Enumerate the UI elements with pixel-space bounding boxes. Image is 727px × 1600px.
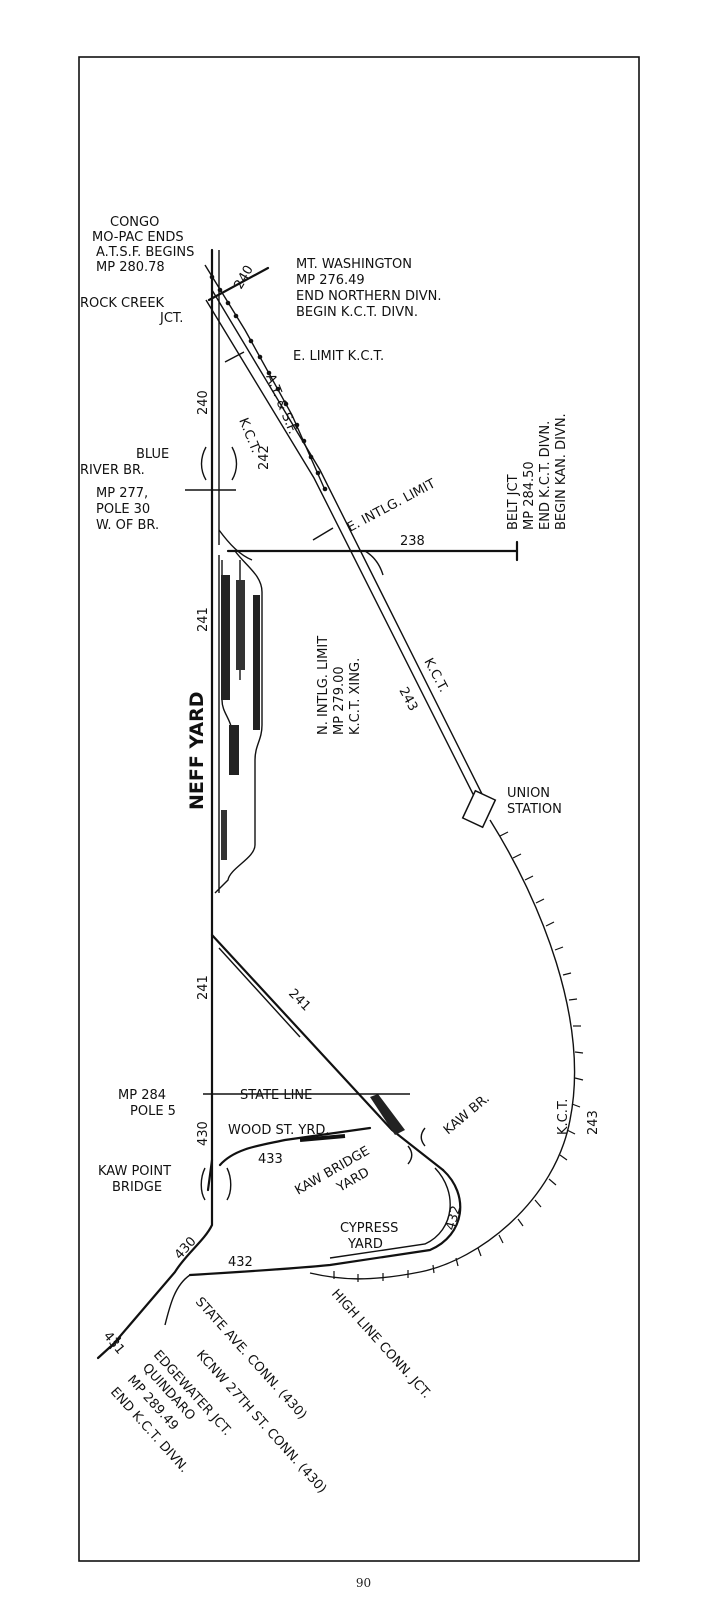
track-number-432-low: 432 — [228, 1255, 253, 1270]
neff-yard-ladder — [214, 529, 263, 894]
high-line-conn-label: HIGH LINE CONN. JCT. — [328, 1287, 434, 1402]
neff-yard-body-4 — [229, 725, 239, 775]
track-number-243-mid: 243 — [395, 685, 420, 714]
svg-text:STATION: STATION — [507, 802, 562, 817]
kct-243-ticks — [333, 831, 584, 1282]
track-number-433: 433 — [258, 1152, 283, 1167]
svg-text:CONGO: CONGO — [110, 215, 159, 230]
svg-text:POLE 5: POLE 5 — [130, 1104, 176, 1119]
svg-text:A.T.S.F. BEGINS: A.T.S.F. BEGINS — [96, 245, 194, 260]
track-number-241-diag: 241 — [285, 986, 313, 1014]
track-432-loop — [188, 1168, 462, 1277]
kaw-bridge-yard — [370, 1094, 405, 1135]
mt-washington-label: MT. WASHINGTON MP 276.49 END NORTHERN DI… — [296, 257, 442, 320]
svg-text:UNION: UNION — [507, 786, 550, 801]
track-number-430-left: 430 — [196, 1121, 211, 1146]
n-intlg-limit-label: N. INTLG. LIMIT MP 279.00 K.C.T. XING. — [316, 636, 363, 735]
svg-text:W. OF BR.: W. OF BR. — [96, 518, 159, 533]
union-station-building — [461, 789, 497, 829]
svg-text:END NORTHERN DIVN.: END NORTHERN DIVN. — [296, 289, 442, 304]
union-station-label: UNION STATION — [507, 786, 562, 817]
svg-text:BELT JCT: BELT JCT — [506, 474, 521, 530]
track-number-242: 242 — [257, 445, 272, 470]
svg-text:MP 280.78: MP 280.78 — [96, 260, 165, 275]
quindaro-end — [96, 1336, 122, 1360]
svg-text:MO-PAC ENDS: MO-PAC ENDS — [92, 230, 184, 245]
svg-text:CYPRESS: CYPRESS — [340, 1221, 398, 1236]
svg-text:MT. WASHINGTON: MT. WASHINGTON — [296, 257, 412, 272]
svg-text:RIVER BR.: RIVER BR. — [80, 463, 145, 478]
track-number-238: 238 — [400, 534, 425, 549]
kct-243-curve — [309, 819, 576, 1280]
svg-text:N. INTLG. LIMIT: N. INTLG. LIMIT — [316, 636, 331, 735]
svg-text:POLE 30: POLE 30 — [96, 502, 150, 517]
kct-line-2 — [205, 299, 478, 803]
svg-text:END K.C.T. DIVN.: END K.C.T. DIVN. — [538, 421, 553, 530]
svg-text:K.C.T. XING.: K.C.T. XING. — [348, 658, 363, 735]
e-intlg-limit-label: E. INTLG. LIMIT — [345, 476, 438, 535]
track-number-243-right: 243 — [586, 1110, 601, 1135]
track-433 — [218, 1126, 372, 1167]
kaw-bridge-yard-label: KAW BRIDGE YARD — [293, 1144, 373, 1199]
kct-mid-label: K.C.T. — [420, 656, 450, 695]
neff-yard-body-3 — [253, 595, 260, 730]
track-number-432-right: 432 — [443, 1204, 464, 1232]
rock-creek-label: ROCK CREEK JCT. — [80, 296, 183, 326]
map-frame — [78, 56, 640, 1562]
wood-st-yard-label: WOOD ST. YRD. — [228, 1123, 330, 1138]
congo-label: CONGO MO-PAC ENDS A.T.S.F. BEGINS MP 280… — [92, 215, 194, 275]
svg-text:MP 277,: MP 277, — [96, 486, 148, 501]
connector-238-curve — [364, 550, 384, 576]
kaw-point-bridge-marks — [200, 1167, 232, 1201]
neff-yard-label: NEFF YARD — [186, 692, 208, 811]
track-241-diagonal-inner — [218, 947, 301, 1038]
mt-washington-marker — [207, 266, 270, 302]
kaw-br-label: KAW BR. — [441, 1091, 493, 1138]
neff-yard-body-5 — [221, 810, 227, 860]
svg-text:YARD: YARD — [347, 1237, 383, 1252]
kct-line-1 — [211, 289, 484, 797]
svg-text:ROCK CREEK: ROCK CREEK — [80, 296, 165, 311]
neff-yard-body-1 — [221, 575, 230, 700]
track-430 — [108, 1158, 214, 1350]
svg-text:JCT.: JCT. — [159, 311, 183, 326]
e-limit-kct-label: E. LIMIT K.C.T. — [293, 349, 384, 364]
cypress-yard-label: CYPRESS YARD — [340, 1221, 398, 1252]
track-number-240-left: 240 — [196, 390, 211, 415]
page-number: 90 — [355, 1576, 372, 1590]
svg-text:MP 276.49: MP 276.49 — [296, 273, 365, 288]
svg-text:MP 284: MP 284 — [118, 1088, 166, 1103]
state-ave-conn — [164, 1274, 191, 1326]
e-limit-kct-marker — [224, 351, 245, 363]
mp284-label: MP 284 POLE 5 — [118, 1088, 176, 1119]
wood-st-yard — [299, 1134, 346, 1142]
svg-text:MP 279.00: MP 279.00 — [332, 666, 347, 735]
track-number-430-low: 430 — [172, 1234, 200, 1262]
svg-text:KAW POINT: KAW POINT — [98, 1164, 171, 1179]
svg-text:BRIDGE: BRIDGE — [112, 1180, 162, 1195]
blue-river-label: BLUE RIVER BR. — [80, 447, 169, 478]
neff-yard-body-2 — [236, 580, 245, 670]
belt-jct-label: BELT JCT MP 284.50 END K.C.T. DIVN. BEGI… — [506, 413, 569, 530]
mp277-label: MP 277, POLE 30 W. OF BR. — [96, 486, 159, 533]
svg-text:BEGIN KAN. DIVN.: BEGIN KAN. DIVN. — [554, 413, 569, 530]
kaw-point-bridge-label: KAW POINT BRIDGE — [98, 1164, 171, 1195]
blue-river-bridge-marks — [200, 446, 238, 481]
track-number-240-top: 240 — [231, 263, 256, 292]
state-line-label: STATE LINE — [240, 1088, 312, 1103]
kaw-br-marks — [407, 1127, 426, 1165]
main-line-240-241 — [206, 248, 214, 1192]
track-432-inner — [329, 1167, 451, 1259]
atsf-label: A.T. & S.F. — [262, 372, 300, 437]
track-number-241-upper: 241 — [196, 607, 211, 632]
track-number-241-lower: 241 — [196, 975, 211, 1000]
kct-right-label: K.C.T. — [556, 1099, 571, 1135]
e-intlg-marker — [312, 527, 334, 541]
svg-text:MP 284.50: MP 284.50 — [522, 461, 537, 530]
svg-text:BEGIN K.C.T. DIVN.: BEGIN K.C.T. DIVN. — [296, 305, 418, 320]
svg-text:BLUE: BLUE — [136, 447, 169, 462]
